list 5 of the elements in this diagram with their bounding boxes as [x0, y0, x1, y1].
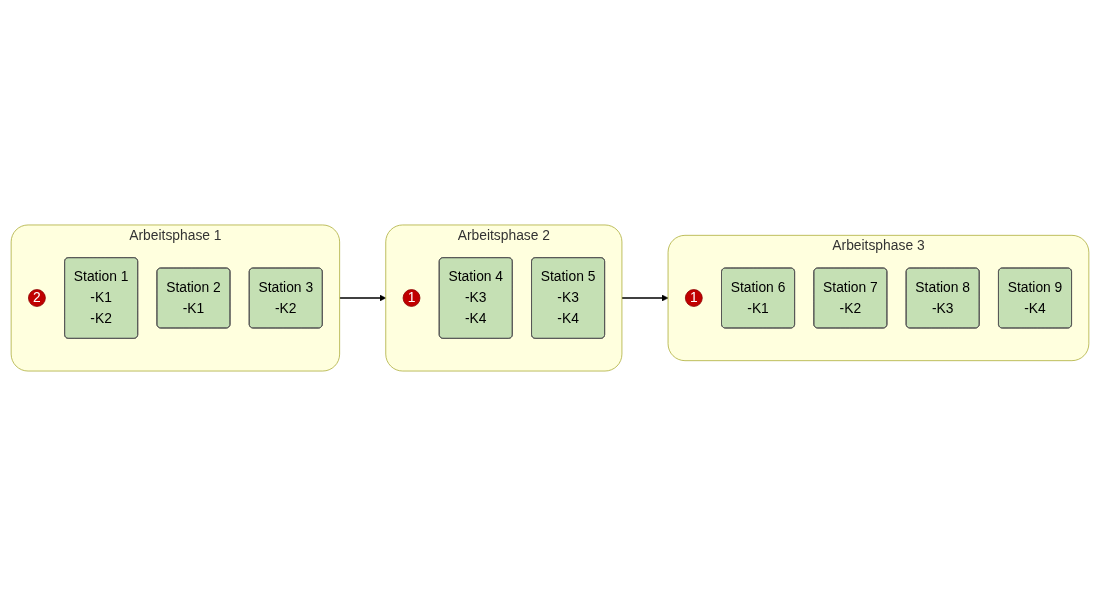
arrow	[338, 294, 387, 302]
node-circle: 1	[402, 289, 421, 307]
arrow	[621, 294, 669, 302]
node-circle: 2	[28, 289, 46, 307]
node-circle: 1	[684, 289, 703, 307]
